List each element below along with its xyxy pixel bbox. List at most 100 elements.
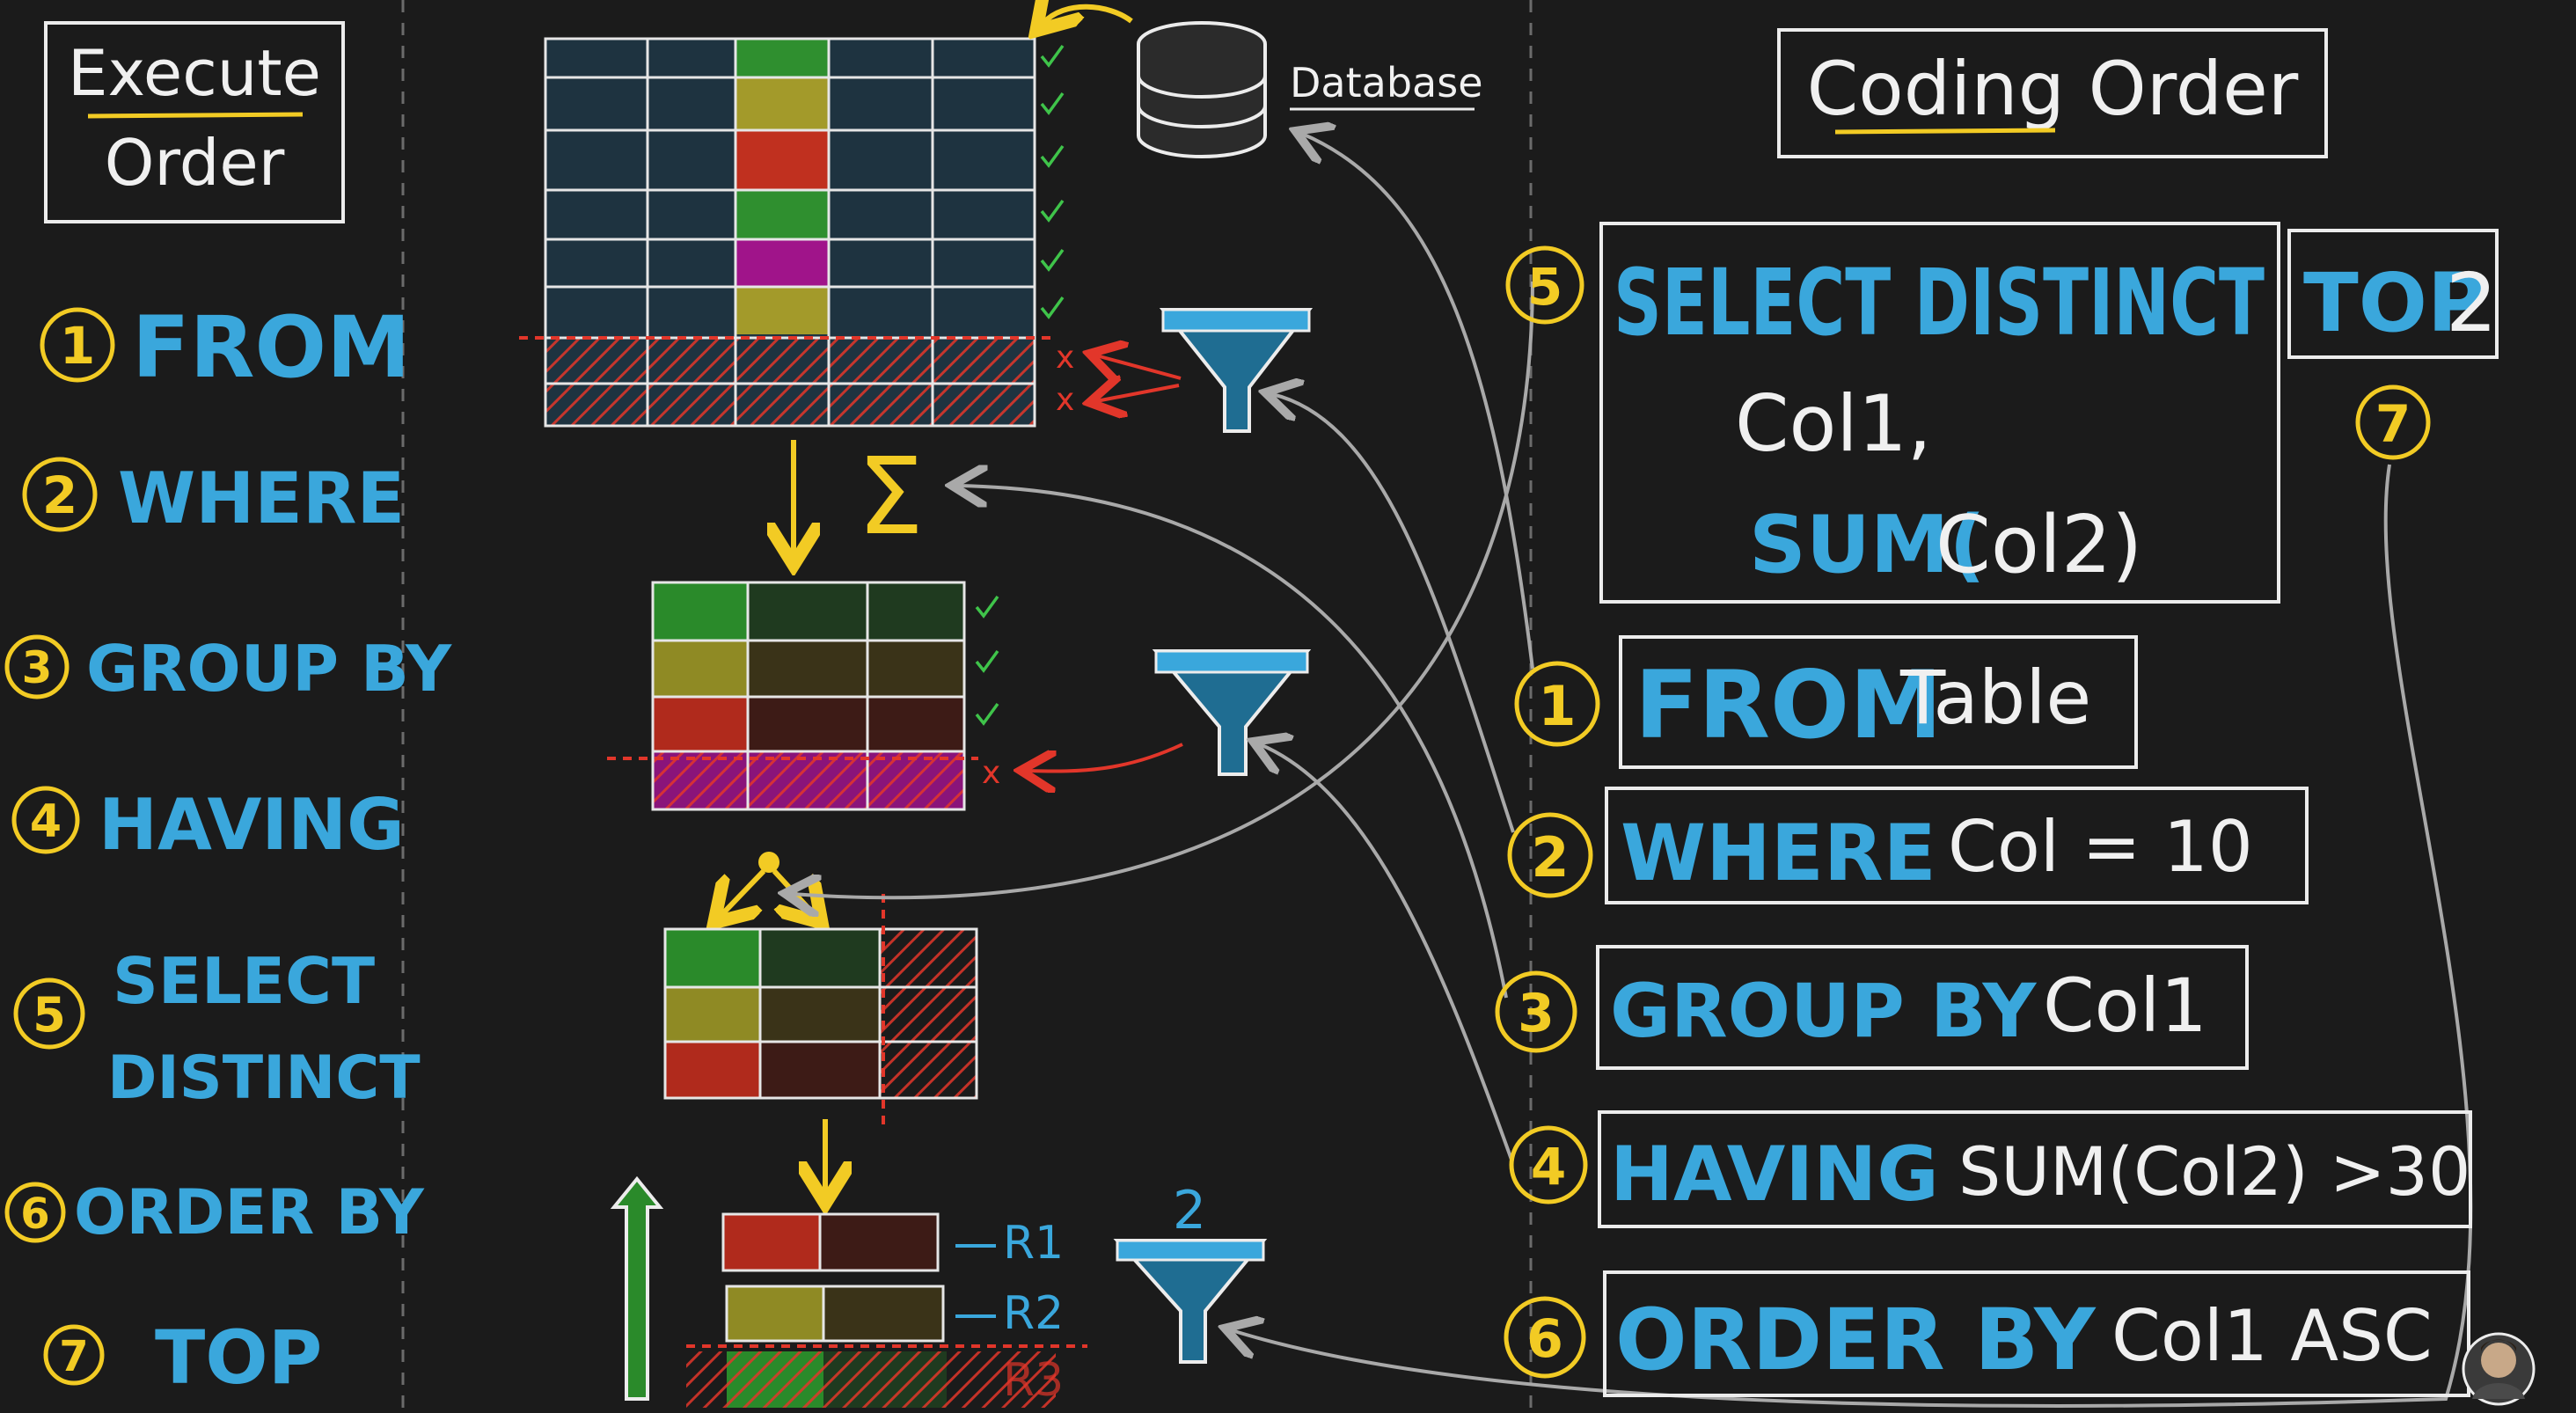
exec-step-1-num: 1 bbox=[60, 316, 95, 376]
selected-table bbox=[663, 894, 978, 1124]
selected-row-yellow bbox=[665, 987, 760, 1042]
having-reject-arrow bbox=[1028, 743, 1183, 772]
selected-table-grid bbox=[663, 927, 978, 1100]
database-icon bbox=[1137, 21, 1267, 158]
source-col-yellow-1 bbox=[735, 77, 829, 130]
coding-order-underline bbox=[1834, 128, 2056, 135]
where-to-funnel-arrow bbox=[1272, 394, 1515, 833]
code-groupby-value: Col1 bbox=[2043, 963, 2207, 1049]
exec-step-4-circle bbox=[11, 786, 80, 854]
code-having-num: 4 bbox=[1531, 1137, 1566, 1197]
code-groupby-num: 3 bbox=[1518, 983, 1555, 1044]
coding-order-panel: Coding Order 5 SELECT DISTINCT Col1, SUM… bbox=[1495, 28, 2499, 1397]
exec-step-1-label: FROM bbox=[132, 298, 411, 397]
code-orderby-value: Col1 ASC bbox=[2111, 1295, 2433, 1377]
execute-order-title-line1: Execute bbox=[68, 36, 321, 110]
grouped-row-yellow-rest bbox=[748, 641, 964, 697]
ordered-row-3-cut bbox=[686, 1351, 1056, 1408]
code-where-keyword: WHERE bbox=[1621, 808, 1936, 898]
code-from-num: 1 bbox=[1538, 674, 1576, 738]
selected-row-red-rest bbox=[760, 1042, 880, 1098]
exec-step-1-circle bbox=[40, 307, 115, 383]
code-top-value: 2 bbox=[2446, 256, 2498, 350]
code-having-box bbox=[1598, 1110, 2472, 1228]
presenter-avatar bbox=[2462, 1332, 2536, 1406]
code-orderby-circle bbox=[1504, 1296, 1586, 1379]
groupby-to-sigma-arrow bbox=[959, 486, 1508, 999]
grouped-check-2 bbox=[975, 649, 999, 673]
code-where-box bbox=[1605, 787, 2309, 904]
code-groupby-box bbox=[1596, 945, 2249, 1070]
database-load-arrow bbox=[1043, 7, 1133, 23]
from-to-database-arrow bbox=[1302, 134, 1534, 670]
where-reject-arrow-1 bbox=[1096, 355, 1182, 378]
exec-step-5-num: 5 bbox=[33, 987, 66, 1043]
top-funnel-icon bbox=[1113, 1239, 1268, 1364]
code-select-box bbox=[1599, 222, 2280, 604]
grouped-filtered-row bbox=[653, 751, 964, 809]
source-check-3 bbox=[1040, 144, 1065, 168]
grouped-table: x bbox=[607, 581, 1183, 811]
exec-step-6-circle bbox=[4, 1182, 66, 1243]
ordered-table: R1 R2 R3 bbox=[686, 1212, 1087, 1408]
sort-ascending-icon bbox=[610, 1175, 664, 1401]
connector-arrows bbox=[792, 134, 2473, 1408]
exec-step-4-num: 4 bbox=[30, 795, 62, 848]
rank-label-2: R2 bbox=[1003, 1287, 1064, 1340]
grouped-row-red bbox=[653, 697, 748, 751]
source-filtered-rows bbox=[545, 338, 1035, 426]
ordered-row-1-border bbox=[721, 1212, 940, 1272]
top-to-funnel-arrow bbox=[1232, 464, 2473, 1408]
code-top-keyword: TOP bbox=[2303, 256, 2486, 350]
grouped-row-green bbox=[653, 582, 748, 641]
grouped-check-1 bbox=[975, 595, 999, 619]
code-orderby-keyword: ORDER BY bbox=[1615, 1291, 2097, 1389]
grouped-row-green-rest bbox=[748, 582, 964, 641]
exec-step-7-circle bbox=[43, 1324, 105, 1386]
source-check-1 bbox=[1040, 44, 1065, 68]
grouped-row-yellow bbox=[653, 641, 748, 697]
exec-step-5-label2: DISTINCT bbox=[107, 1043, 421, 1113]
code-select-col1: Col1, bbox=[1735, 378, 1932, 469]
grouped-reject: x bbox=[982, 755, 1000, 791]
code-select-keyword: SELECT DISTINCT bbox=[1614, 249, 2265, 356]
exec-step-2-circle bbox=[22, 457, 98, 532]
code-top-num: 7 bbox=[2375, 394, 2411, 454]
source-col-magenta bbox=[735, 239, 829, 287]
source-col-green-1 bbox=[735, 39, 829, 77]
where-funnel-icon bbox=[1159, 308, 1314, 433]
ordered-row-2-border bbox=[725, 1285, 945, 1343]
database-label: Database bbox=[1290, 59, 1483, 106]
code-where-value: Col = 10 bbox=[1948, 806, 2253, 888]
exec-step-7-label: TOP bbox=[155, 1314, 322, 1401]
grouped-table-grid bbox=[651, 581, 966, 811]
source-check-5 bbox=[1040, 248, 1065, 272]
selected-row-green-rest bbox=[760, 929, 880, 987]
rank-label-3: R3 bbox=[1003, 1354, 1064, 1407]
code-from-value: Table bbox=[1899, 655, 2091, 741]
top-funnel-count: 2 bbox=[1173, 1180, 1206, 1241]
select-to-node-arrow bbox=[792, 281, 1534, 897]
exec-step-6-label: ORDER BY bbox=[74, 1176, 425, 1248]
code-orderby-num: 6 bbox=[1526, 1308, 1563, 1370]
exec-step-6-num: 6 bbox=[20, 1190, 49, 1239]
code-top-box bbox=[2287, 229, 2499, 359]
selected-row-red bbox=[665, 1042, 760, 1098]
selected-dropped-column bbox=[880, 929, 977, 1098]
execute-order-title-line2: Order bbox=[105, 126, 285, 200]
exec-step-3-num: 3 bbox=[22, 642, 53, 693]
rank-label-1: R1 bbox=[1003, 1217, 1064, 1270]
ordered-row-2-key bbox=[727, 1286, 823, 1341]
code-top-circle bbox=[2355, 384, 2431, 460]
exec-step-3-circle bbox=[4, 634, 70, 699]
selected-row-yellow-rest bbox=[760, 987, 880, 1042]
execute-order-panel: Execute Order 1 FROM 2 WHERE 3 GROUP BY … bbox=[4, 21, 452, 1401]
source-check-6 bbox=[1040, 296, 1065, 319]
code-groupby-circle bbox=[1495, 970, 1577, 1053]
source-check-2 bbox=[1040, 92, 1065, 115]
code-from-keyword: FROM bbox=[1635, 651, 1943, 759]
code-having-value: SUM(Col2) >30 bbox=[1958, 1132, 2470, 1211]
sigma-symbol: Σ bbox=[857, 436, 924, 559]
code-having-keyword: HAVING bbox=[1610, 1131, 1939, 1219]
